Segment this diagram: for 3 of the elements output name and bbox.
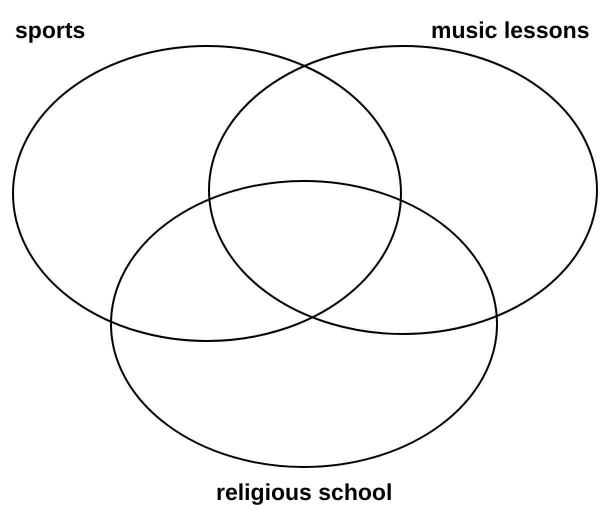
set-label: sports — [15, 16, 86, 44]
set-label: religious school — [216, 478, 392, 506]
set-label: music lessons — [431, 16, 590, 44]
